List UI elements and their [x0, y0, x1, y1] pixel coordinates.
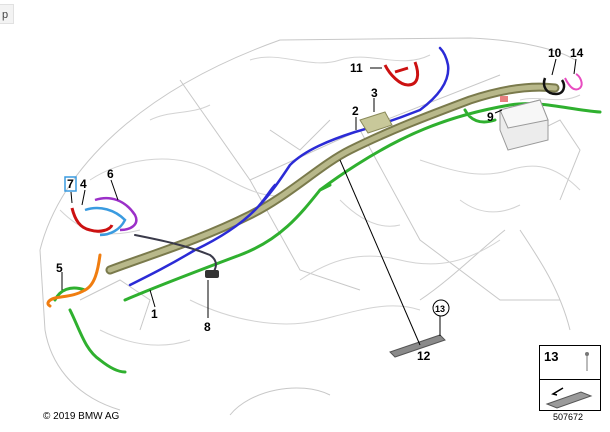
corner-tab[interactable]: p	[0, 4, 14, 24]
blue-harness	[128, 46, 450, 287]
reference-number: 507672	[553, 412, 584, 422]
label-5: 5	[56, 261, 63, 275]
label-9: 9	[487, 110, 494, 124]
copyright: © 2019 BMW AG	[43, 411, 120, 422]
label-14: 14	[570, 46, 584, 60]
label-2: 2	[352, 104, 359, 118]
orange-harness	[46, 253, 102, 308]
label-7: 7	[67, 177, 74, 191]
label-4: 4	[80, 177, 87, 191]
callout-13-circle	[432, 299, 450, 317]
main-harness	[105, 82, 560, 275]
legend-number: 13	[544, 349, 559, 364]
green-harness	[53, 102, 602, 374]
black-cable-10	[542, 77, 566, 96]
label-11: 11	[350, 61, 363, 75]
label-6: 6	[107, 167, 114, 181]
legend-divider	[540, 379, 600, 380]
junction-block	[359, 111, 393, 134]
label-1: 1	[151, 307, 158, 321]
label-13: 13	[435, 304, 445, 314]
purple-harness	[94, 196, 138, 232]
leader-lines	[61, 58, 577, 346]
pin-icon	[585, 352, 589, 371]
label-3: 3	[371, 86, 378, 100]
bracket-12	[389, 334, 446, 358]
battery-cable-11	[383, 61, 420, 87]
light-blue-harness	[84, 206, 127, 237]
label-8: 8	[204, 320, 211, 334]
connector-8	[205, 270, 219, 278]
label-7-box	[64, 176, 77, 192]
car-outline	[39, 37, 581, 416]
legend-box: 13	[539, 345, 601, 411]
red-harness-4	[70, 207, 114, 233]
grey-harness	[134, 234, 217, 276]
battery	[499, 96, 549, 151]
pink-cable-14	[564, 73, 583, 91]
bracket-icon	[545, 387, 593, 409]
label-12: 12	[417, 349, 431, 363]
label-10: 10	[548, 46, 562, 60]
